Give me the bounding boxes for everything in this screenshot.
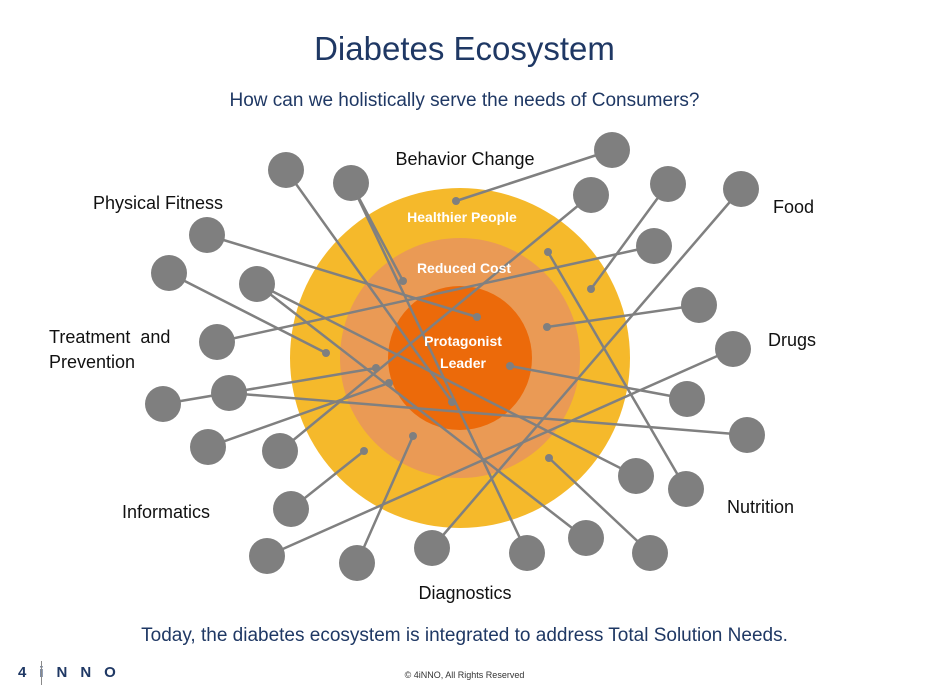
inner-label-line1: Protagonist <box>424 333 502 349</box>
category-treatment-line1: Treatment and <box>49 327 170 347</box>
connector <box>430 187 743 550</box>
connector <box>206 381 391 449</box>
connector <box>589 182 670 291</box>
node <box>211 375 247 411</box>
connector <box>547 456 652 555</box>
middle-ring-label: Reduced Cost <box>417 260 511 276</box>
node <box>414 530 450 566</box>
node <box>262 433 298 469</box>
node <box>723 171 759 207</box>
connector <box>205 233 479 319</box>
node <box>729 417 765 453</box>
category-food: Food <box>773 197 814 217</box>
category-informatics: Informatics <box>122 502 210 522</box>
connectors <box>161 148 749 565</box>
node <box>650 166 686 202</box>
connector <box>167 271 328 355</box>
connector <box>454 148 614 203</box>
node <box>715 331 751 367</box>
node <box>594 132 630 168</box>
category-drugs: Drugs <box>768 330 816 350</box>
node <box>636 228 672 264</box>
connector <box>256 282 638 478</box>
connector <box>545 303 701 329</box>
node <box>239 266 275 302</box>
connector <box>227 391 749 437</box>
node <box>151 255 187 291</box>
connector <box>508 364 689 401</box>
node <box>668 471 704 507</box>
endpoint-dot <box>360 447 368 455</box>
connector <box>546 250 688 491</box>
inner-label-line2: Leader <box>440 355 486 371</box>
connector <box>284 168 454 404</box>
category-nutrition: Nutrition <box>727 497 794 517</box>
node <box>669 381 705 417</box>
connector <box>161 366 378 406</box>
node <box>273 491 309 527</box>
category-physical-fitness: Physical Fitness <box>93 193 223 213</box>
node <box>249 538 285 574</box>
connector <box>255 282 587 540</box>
copyright-notice: © 4iNNO, All Rights Reserved <box>404 670 525 680</box>
node <box>199 324 235 360</box>
endpoint-dot <box>473 313 481 321</box>
node <box>509 535 545 571</box>
endpoint-dot <box>506 362 514 370</box>
logo-divider <box>41 661 42 685</box>
endpoint-dot <box>322 349 330 357</box>
endpoint-dot <box>452 197 460 205</box>
endpoint-dot <box>409 432 417 440</box>
endpoint-dot <box>543 323 551 331</box>
endpoint-dot <box>587 285 595 293</box>
inner-circle <box>388 286 532 430</box>
connector <box>278 193 593 453</box>
node <box>268 152 304 188</box>
endpoint-dot <box>372 364 380 372</box>
connector-endpoints <box>322 197 595 462</box>
node <box>339 545 375 581</box>
connector <box>215 244 656 344</box>
endpoint-dot <box>448 398 456 406</box>
node <box>618 458 654 494</box>
endpoint-dot <box>385 379 393 387</box>
connector <box>349 181 529 555</box>
node <box>189 217 225 253</box>
connector <box>265 347 735 558</box>
node <box>568 520 604 556</box>
brand-logo: 4iNNO <box>18 664 129 681</box>
endpoint-dot <box>544 248 552 256</box>
node <box>681 287 717 323</box>
outer-ring-label: Healthier People <box>407 209 517 225</box>
node <box>190 429 226 465</box>
node <box>573 177 609 213</box>
endpoint-dot <box>545 454 553 462</box>
endpoint-dot <box>399 277 407 285</box>
category-diagnostics: Diagnostics <box>418 583 511 603</box>
nodes <box>145 132 765 581</box>
page-subtitle: How can we holistically serve the needs … <box>229 90 700 111</box>
footer-statement: Today, the diabetes ecosystem is integra… <box>141 625 788 646</box>
node <box>333 165 369 201</box>
category-treatment-line2: Prevention <box>49 352 135 372</box>
page-title: Diabetes Ecosystem <box>314 30 615 67</box>
node <box>145 386 181 422</box>
node <box>632 535 668 571</box>
connector <box>355 434 415 565</box>
category-behavior-change: Behavior Change <box>395 149 534 169</box>
